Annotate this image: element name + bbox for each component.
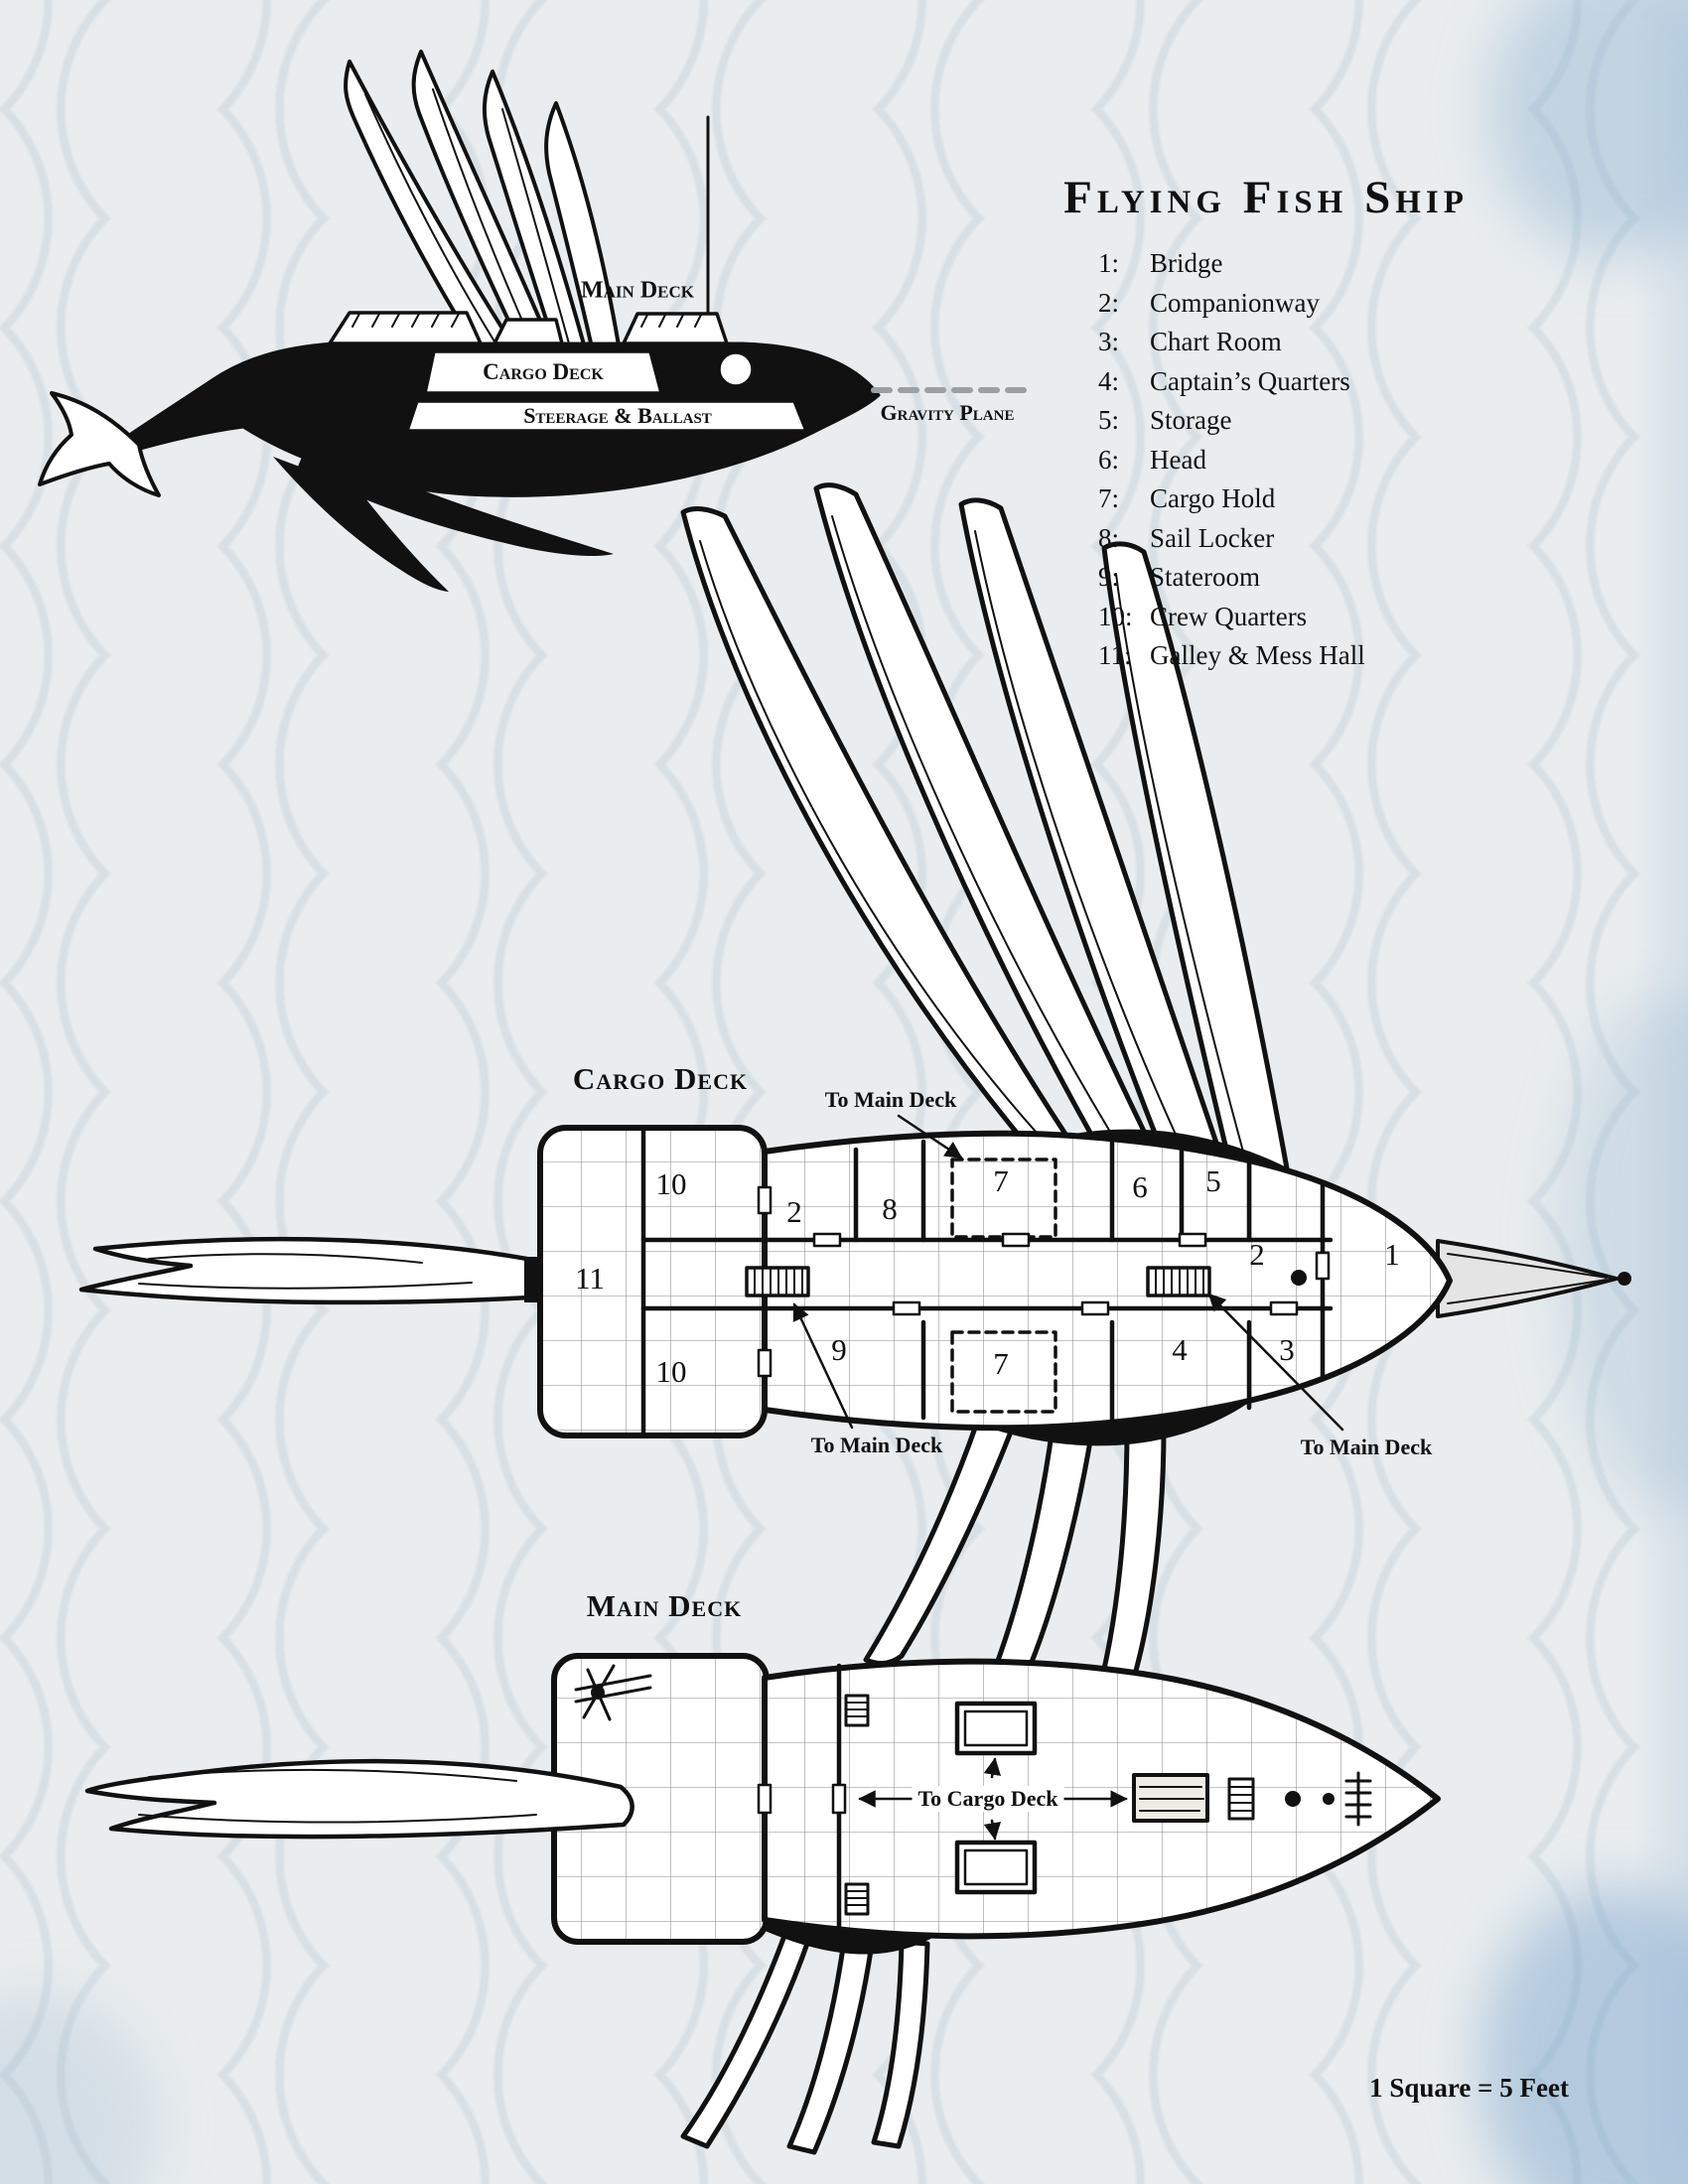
main-tail-texture — [138, 1768, 537, 1824]
cargo-tail-texture — [138, 1253, 473, 1290]
cargo-ventral-fins — [863, 1417, 1167, 1700]
cargo-deck-art — [78, 482, 1631, 1700]
ship-wheel — [1344, 1771, 1372, 1827]
main-interior — [757, 1663, 847, 1935]
cargo-beak-ridges — [1447, 1253, 1608, 1304]
cargo-fin-veins — [699, 515, 1244, 1153]
main-tail-fin — [84, 1758, 634, 1840]
porthole — [717, 350, 755, 388]
cargo-body — [762, 1130, 1453, 1432]
cargo-aft-section — [537, 1125, 768, 1438]
cargo-beak-tip — [1618, 1272, 1631, 1286]
cargo-dorsal-fins — [680, 482, 1292, 1182]
cargo-stairs-left — [745, 1266, 810, 1297]
cargo-annotation-arrows — [792, 1114, 1344, 1432]
main-capstan-dot — [1323, 1793, 1335, 1805]
main-hatches — [954, 1701, 1209, 1895]
cargo-doors — [757, 1185, 1331, 1378]
cargo-beak — [1436, 1239, 1618, 1318]
side-caudal-fin — [38, 391, 161, 497]
cargo-hold-hatches — [950, 1158, 1057, 1414]
side-view-art — [38, 50, 1034, 592]
main-stairs — [844, 1694, 1255, 1916]
windlass — [574, 1664, 652, 1721]
side-tail-streamer-1 — [298, 455, 614, 556]
cargo-tail-fin — [78, 1236, 551, 1305]
main-deck-art — [84, 1653, 1441, 2155]
main-ventral-fins — [680, 1933, 930, 2155]
cargo-stairs-right — [1146, 1266, 1211, 1297]
wood-hatch — [1132, 1773, 1209, 1823]
cargo-interior-walls — [640, 1125, 1334, 1438]
main-mast-dot — [1285, 1791, 1301, 1807]
deck-hatch-lines — [352, 313, 702, 328]
side-deck-structures — [328, 311, 808, 433]
main-annotation-arrows — [858, 1757, 1128, 1841]
cargo-mast-dot — [1291, 1270, 1307, 1286]
side-tail-streamer-2 — [273, 457, 449, 592]
